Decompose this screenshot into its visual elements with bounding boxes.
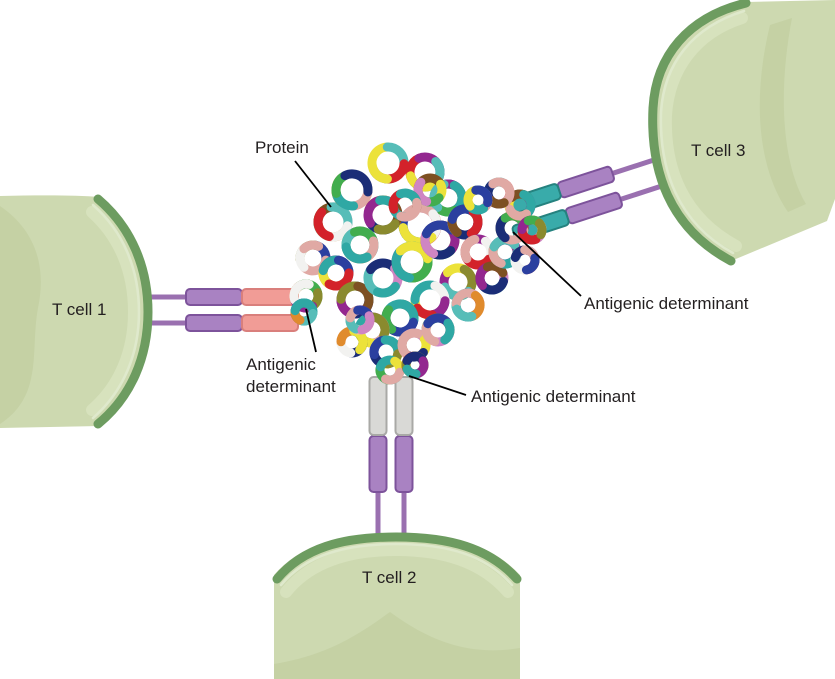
protein-ribbon-segment <box>452 304 477 322</box>
receptor-base <box>185 314 243 332</box>
protein-ribbon-segment <box>402 364 421 379</box>
protein-ribbon-segment <box>290 298 313 316</box>
receptor-base <box>185 288 243 306</box>
t-cell-2-membrane-inner-line <box>279 542 514 587</box>
t-cell-1-membrane <box>93 194 153 429</box>
t-cell-1-membrane-inner-line <box>91 203 141 420</box>
t-cell-3-membrane-inner-line <box>659 9 746 255</box>
protein-ribbon-segment <box>482 261 508 278</box>
protein-ribbon-segment <box>340 169 373 197</box>
protein-ribbon-segment <box>289 279 314 305</box>
label-t-cell-1: T cell 1 <box>52 300 107 319</box>
t-cell-1: T cell 1 <box>0 194 153 429</box>
label-t-cell-2: T cell 2 <box>362 568 417 587</box>
protein-ribbon-segment <box>471 185 493 208</box>
label-antigenic-determinant-left-line2: determinant <box>246 377 336 396</box>
leader-line-protein <box>294 160 332 208</box>
annotations: Protein Antigenic determinant Antigenic … <box>246 138 749 406</box>
protein-ribbon-segment <box>381 367 405 385</box>
t-cell-2-membrane <box>272 532 522 584</box>
protein-ribbon-segment <box>395 241 433 264</box>
protein-ribbon-segment <box>486 195 509 209</box>
protein-ribbon-segment <box>466 207 483 238</box>
t-cell-1-receptors <box>120 288 299 332</box>
protein-ribbon-segment <box>373 281 400 298</box>
receptor-tip-gray <box>394 376 414 436</box>
protein-ribbon-segment <box>460 234 480 264</box>
protein-ribbon-segment <box>391 246 414 283</box>
protein-ribbon-segment <box>299 240 324 254</box>
protein-ribbon-segment <box>373 219 400 235</box>
protein-ribbon-segment <box>440 318 455 345</box>
protein-ribbon-segment <box>313 207 334 241</box>
protein-ribbon-segment <box>521 253 540 275</box>
protein-ribbon-segment <box>341 242 372 264</box>
protein-ribbon-segment <box>413 177 432 206</box>
leader-line-antigenic-bottom <box>408 375 467 396</box>
protein-ribbon-segment <box>357 311 375 335</box>
protein-ribbon-segment <box>367 159 392 184</box>
t-cell-2-body <box>274 533 520 679</box>
t-cell-2: T cell 2 <box>272 532 522 679</box>
label-antigenic-determinant-right: Antigenic determinant <box>584 294 749 313</box>
leader-line-antigenic-right <box>512 231 582 297</box>
label-antigenic-determinant-left-line1: Antigenic <box>246 355 316 374</box>
t-cell-3-shading <box>759 18 806 212</box>
t-cell-1-shading <box>0 206 41 424</box>
t-cell-3-membrane <box>648 0 751 266</box>
t-cell-2-shading <box>274 612 520 679</box>
protein-ribbon-segment <box>398 328 423 346</box>
t-cell-3-highlight <box>659 12 748 252</box>
receptor-base <box>394 435 414 493</box>
label-antigenic-determinant-bottom: Antigenic determinant <box>471 387 636 406</box>
protein-ribbon-segment <box>396 197 422 222</box>
label-protein: Protein <box>255 138 309 157</box>
receptor-tip-pink <box>241 314 299 332</box>
t-cell-1-body <box>0 195 152 428</box>
protein-ribbon-segment <box>412 303 437 320</box>
t-cell-1-highlight <box>86 206 141 416</box>
label-t-cell-3: T cell 3 <box>691 141 746 160</box>
t-cell-3: T cell 3 <box>648 0 835 266</box>
protein-ribbon-segment <box>505 204 531 221</box>
protein-ribbon <box>289 142 547 385</box>
protein-ribbon-segment <box>534 218 547 240</box>
receptor-tip-gray <box>368 376 388 436</box>
receptor-base <box>368 435 388 493</box>
receptor-base <box>556 165 615 199</box>
receptor-base <box>564 191 623 225</box>
t-cell-2-highlight <box>280 543 514 598</box>
protein-ribbon-segment <box>324 268 354 291</box>
leader-line-antigenic-left <box>305 308 317 353</box>
